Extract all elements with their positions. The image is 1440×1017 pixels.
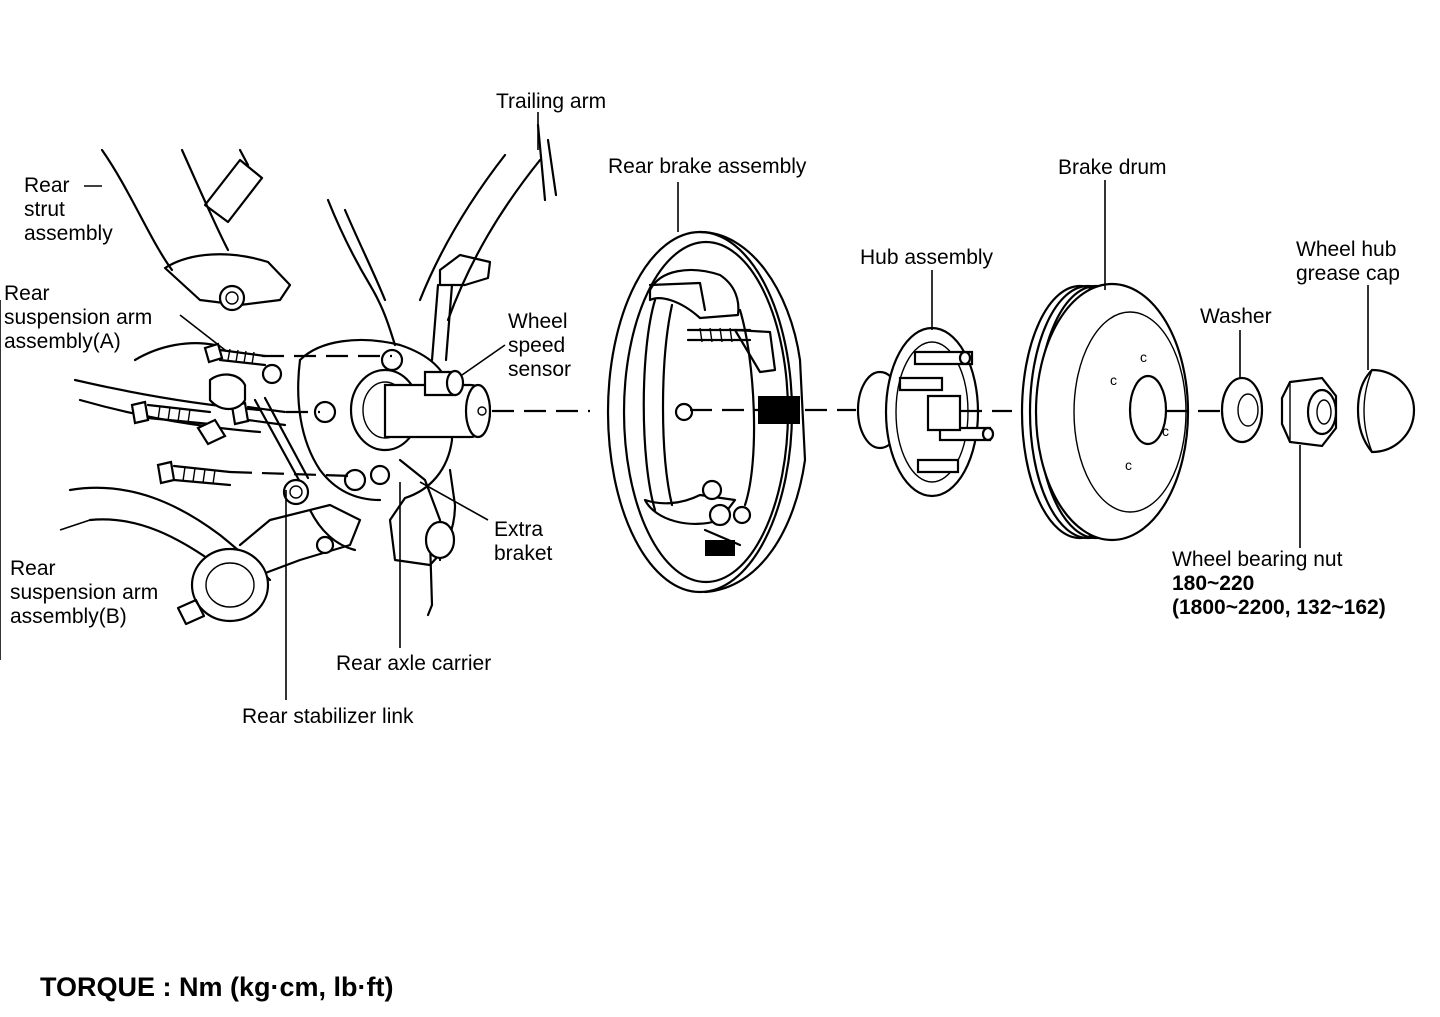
label-wheel-speed-line3: sensor bbox=[508, 358, 572, 381]
label-rear-strut-line1: Rear bbox=[24, 174, 70, 197]
hub-assembly-part bbox=[856, 326, 995, 498]
label-washer: Washer bbox=[1200, 305, 1272, 328]
bolts bbox=[130, 342, 310, 506]
rear-axle-carrier-part bbox=[297, 338, 492, 617]
label-torque-value: 180~220 bbox=[1172, 572, 1255, 595]
label-brake-drum: Brake drum bbox=[1058, 156, 1167, 179]
washer-part bbox=[1220, 376, 1264, 444]
rear-strut-assembly-part bbox=[100, 148, 292, 312]
label-grease-cap-line2: grease cap bbox=[1296, 262, 1400, 285]
label-rear-strut-line2: strut bbox=[24, 198, 65, 221]
trailing-arm-part bbox=[326, 123, 558, 362]
brake-drum-part: c c c c bbox=[1020, 282, 1190, 542]
label-wheel-speed-line2: speed bbox=[508, 334, 566, 357]
label-arm-a-line2: suspension arm bbox=[4, 306, 153, 329]
wheel-hub-grease-cap-part bbox=[1356, 368, 1416, 454]
svg-text:c: c bbox=[1125, 457, 1132, 473]
label-rear-strut-line3: assembly bbox=[24, 222, 113, 245]
svg-text:c: c bbox=[1140, 349, 1147, 365]
torque-note: TORQUE : Nm (kg·cm, lb·ft) bbox=[40, 972, 394, 1002]
label-wheel-speed-line1: Wheel bbox=[508, 310, 568, 333]
label-rear-brake-assembly: Rear brake assembly bbox=[608, 155, 807, 178]
label-wheel-bearing-nut: Wheel bearing nut bbox=[1172, 548, 1343, 571]
label-rear-axle-carrier: Rear axle carrier bbox=[336, 652, 492, 675]
label-extra-braket-line2: braket bbox=[494, 542, 553, 565]
rear-suspension-arm-b-part bbox=[68, 486, 362, 626]
rear-brake-assembly-part bbox=[606, 230, 807, 594]
label-hub-assembly: Hub assembly bbox=[860, 246, 994, 269]
label-grease-cap-line1: Wheel hub bbox=[1296, 238, 1397, 261]
label-extra-braket-line1: Extra bbox=[494, 518, 544, 541]
label-trailing-arm: Trailing arm bbox=[496, 90, 607, 113]
label-arm-b-line2: suspension arm bbox=[10, 581, 159, 604]
label-torque-alt: (1800~2200, 132~162) bbox=[1172, 596, 1386, 619]
wheel-bearing-nut-part bbox=[1280, 376, 1338, 448]
svg-text:c: c bbox=[1110, 372, 1117, 388]
label-arm-a-line3: assembly(A) bbox=[4, 330, 121, 353]
label-arm-b-line1: Rear bbox=[10, 557, 56, 580]
label-rear-stabilizer-link: Rear stabilizer link bbox=[242, 705, 414, 728]
wheel-speed-sensor-part bbox=[423, 369, 465, 397]
label-arm-b-line3: assembly(B) bbox=[10, 605, 127, 628]
label-arm-a-line1: Rear bbox=[4, 282, 50, 305]
svg-text:c: c bbox=[1162, 423, 1169, 439]
